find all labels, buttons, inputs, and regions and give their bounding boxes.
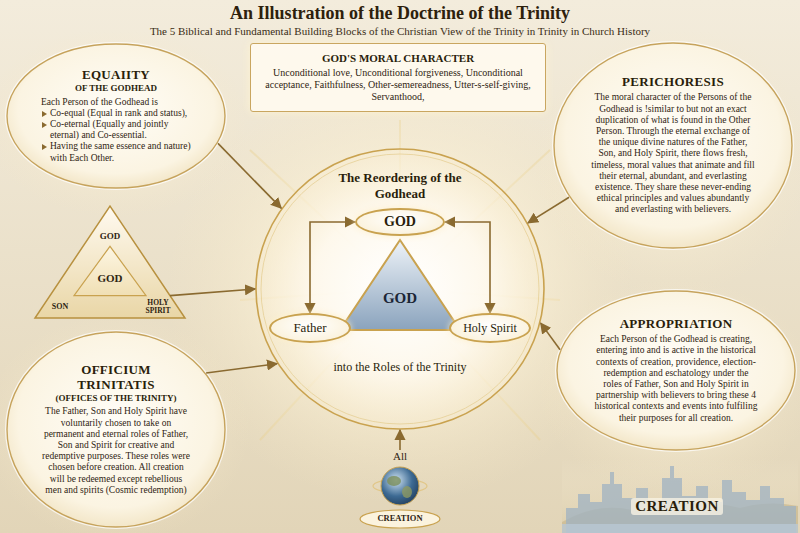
page-header: An Illustration of the Doctrine of the T… (0, 3, 800, 38)
oval-label: GOD (384, 214, 416, 230)
connector-arrow (541, 323, 560, 350)
bubble-ellipse (557, 291, 795, 450)
landscape-water (562, 524, 798, 533)
god-triangle: GOD (340, 240, 460, 330)
appropriation-bubble: APPROPRIATION Each Person of the Godhead … (556, 290, 796, 451)
bubble-text: EQUAIITY (41, 68, 191, 83)
oval-label: Holy Spirit (463, 321, 517, 336)
text-spot: GOD (370, 290, 430, 307)
text-spot: CREATION (360, 514, 440, 523)
reordering-circle: The Reordering of the Godhead into the Ro… (255, 148, 545, 430)
bubble-text: (OFFICES OF THE TRINITY) (41, 393, 191, 403)
bubble-text: OF THE GODHEAD (41, 83, 191, 93)
box-text: GOD'S MORAL CHARACTER (258, 52, 538, 65)
bubble-ellipse (554, 43, 792, 248)
bubble-ellipse (7, 332, 225, 527)
shape-label: GOD (90, 232, 130, 242)
text-spot: SON (45, 303, 75, 312)
text-spot: into the Roles of the Trinity (300, 360, 500, 374)
officium-bubble: OFFICIUM TRINITATIS(OFFICES OF THE TRINI… (6, 331, 226, 528)
god-oval: GOD (355, 208, 445, 236)
page-title: An Illustration of the Doctrine of the T… (0, 3, 800, 24)
shape-label: HOLY SPIRIT (143, 299, 173, 316)
text-column: GOD'S MORAL CHARACTER Unconditional love,… (258, 52, 538, 103)
text-column: OFFICIUM TRINITATIS(OFFICES OF THE TRINI… (41, 363, 191, 496)
text-spot: GOD (85, 272, 135, 284)
text-column: APPROPRIATION Each Person of the Godhead … (594, 317, 759, 424)
globe-land (387, 476, 401, 486)
text-column: PERICHORESIS The moral character of the P… (591, 75, 756, 215)
blue-triangle (340, 240, 460, 330)
equality-bubble: EQUAIITYOF THE GODHEAD Each Person of the… (6, 43, 226, 189)
shape-label: All (345, 450, 455, 462)
connector-arrow (528, 197, 569, 223)
shape-label: The Reordering of the Godhead (325, 170, 475, 201)
shape-label: GOD (370, 290, 430, 307)
box-text: Unconditional love, Unconditional forgiv… (258, 67, 538, 103)
inner-triangle (74, 246, 146, 295)
shape-label: CREATION (360, 514, 440, 523)
shape-label: GOD (85, 272, 135, 284)
bubble-text: Each Person of the Godhead is creating, … (594, 334, 759, 424)
landscape-haze (562, 458, 798, 533)
tri2-outline (340, 240, 460, 330)
text-column: EQUAIITYOF THE GODHEAD Each Person of the… (41, 68, 191, 164)
oval-label: Father (293, 320, 326, 336)
connector-arrow (218, 143, 281, 208)
text-spot: All (345, 450, 455, 462)
bubble-text: Co-equal (Equal in rank and status), (41, 108, 191, 119)
bubble-text: The moral character of the Persons of th… (591, 92, 756, 215)
connector-arrow (206, 364, 277, 373)
center-ring (256, 149, 544, 429)
father-oval: Father (269, 313, 351, 343)
bubble-text: The Father, Son and Holy Spirit have vol… (41, 406, 191, 496)
text-spot: GOD (90, 232, 130, 242)
text-spot: HOLY SPIRIT (143, 299, 173, 316)
outer-triangle (35, 206, 185, 318)
bubble-ellipse (7, 44, 225, 188)
landscape-label: CREATION (631, 498, 723, 515)
bubble-text: Each Person of the Godhead is (41, 97, 191, 108)
landscape-label-box: CREATION (612, 497, 742, 515)
bubble-halo (557, 291, 795, 450)
text-spot: The Reordering of the Godhead (325, 170, 475, 201)
connector-arrow (399, 430, 401, 450)
city-skyline (566, 466, 796, 533)
bubble-glow (533, 27, 800, 297)
moral-character-box: GOD'S MORAL CHARACTER Unconditional love,… (250, 43, 546, 112)
bubble-text: APPROPRIATION (594, 317, 759, 332)
bubble-glow (0, 313, 251, 533)
shape-label: into the Roles of the Trinity (300, 360, 500, 374)
creation-oval (360, 510, 440, 528)
page-subtitle: The 5 Biblical and Fundamental Building … (0, 25, 800, 38)
bubble-halo (7, 332, 225, 527)
holy-spirit-oval: Holy Spirit (449, 313, 531, 343)
bubble-halo (554, 43, 792, 248)
perichoresis-bubble: PERICHORESIS The moral character of the P… (553, 42, 793, 249)
creation-globe: AllCREATION (345, 450, 455, 530)
bubble-text: Having the same essence and nature) with… (41, 141, 191, 163)
connector-arrow (170, 289, 255, 296)
city-landscape (562, 458, 798, 533)
bubble-text: Co-eternal (Equally and jointly eternal)… (41, 119, 191, 141)
bubble-text: OFFICIUM TRINITATIS (41, 363, 191, 393)
globe-land (402, 486, 412, 498)
bubble-halo (7, 44, 225, 188)
bubble-text: PERICHORESIS (591, 75, 756, 90)
shape-label: SON (45, 303, 75, 312)
center-inner-ring (261, 154, 539, 424)
globe (381, 467, 419, 505)
bubble-glow (0, 28, 251, 218)
trinity-triangle: GOD GOD SON HOLY SPIRIT (35, 206, 185, 318)
